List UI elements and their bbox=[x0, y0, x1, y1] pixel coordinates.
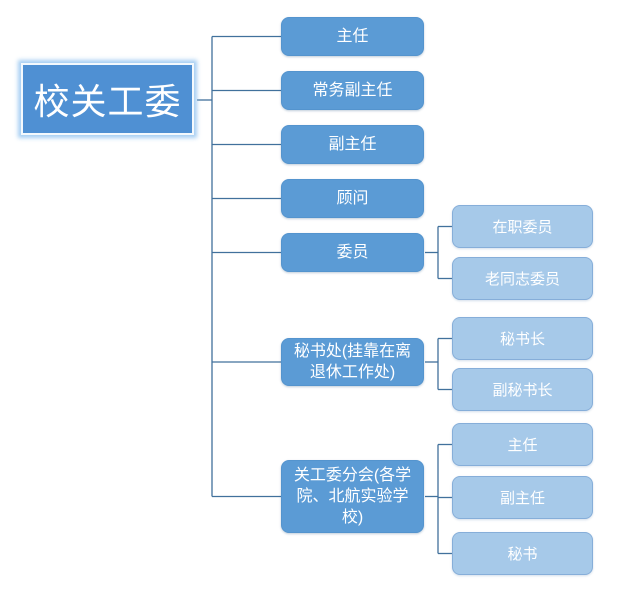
node-subcommittee[interactable]: 关工委分会(各学院、北航实验学校) bbox=[281, 460, 424, 533]
node-director-label: 主任 bbox=[336, 28, 369, 45]
leaf-serving-members-label: 在职委员 bbox=[492, 219, 553, 236]
leaf-branch-deputy-director-label: 副主任 bbox=[499, 490, 545, 507]
root-node-label: 校关工委 bbox=[33, 81, 182, 122]
node-committee-member-label: 委员 bbox=[336, 244, 369, 261]
leaf-veteran-members-label: 老同志委员 bbox=[484, 271, 560, 288]
node-subcommittee-label: 关工委分会(各学院、北航实验学校) bbox=[293, 467, 412, 526]
leaf-branch-director[interactable]: 主任 bbox=[452, 423, 593, 466]
leaf-deputy-secretary-general-label: 副秘书长 bbox=[492, 382, 553, 399]
node-advisor-label: 顾问 bbox=[336, 190, 369, 207]
node-deputy-director[interactable]: 副主任 bbox=[281, 125, 424, 164]
leaf-secretary-general-label: 秘书长 bbox=[499, 331, 545, 348]
node-director[interactable]: 主任 bbox=[281, 17, 424, 56]
node-secretariat[interactable]: 秘书处(挂靠在离退休工作处) bbox=[281, 338, 424, 386]
node-advisor[interactable]: 顾问 bbox=[281, 179, 424, 218]
node-executive-deputy-director[interactable]: 常务副主任 bbox=[281, 71, 424, 110]
node-executive-deputy-director-label: 常务副主任 bbox=[312, 82, 393, 99]
leaf-branch-secretary-label: 秘书 bbox=[507, 546, 538, 563]
leaf-branch-deputy-director[interactable]: 副主任 bbox=[452, 476, 593, 519]
node-secretariat-label: 秘书处(挂靠在离退休工作处) bbox=[293, 343, 412, 381]
leaf-branch-secretary[interactable]: 秘书 bbox=[452, 532, 593, 575]
leaf-deputy-secretary-general[interactable]: 副秘书长 bbox=[452, 368, 593, 411]
node-deputy-director-label: 副主任 bbox=[328, 136, 377, 153]
leaf-veteran-members[interactable]: 老同志委员 bbox=[452, 257, 593, 300]
root-node-school-committee[interactable]: 校关工委 bbox=[21, 63, 194, 135]
node-committee-member[interactable]: 委员 bbox=[281, 233, 424, 272]
leaf-branch-director-label: 主任 bbox=[507, 437, 538, 454]
leaf-serving-members[interactable]: 在职委员 bbox=[452, 205, 593, 248]
leaf-secretary-general[interactable]: 秘书长 bbox=[452, 317, 593, 360]
